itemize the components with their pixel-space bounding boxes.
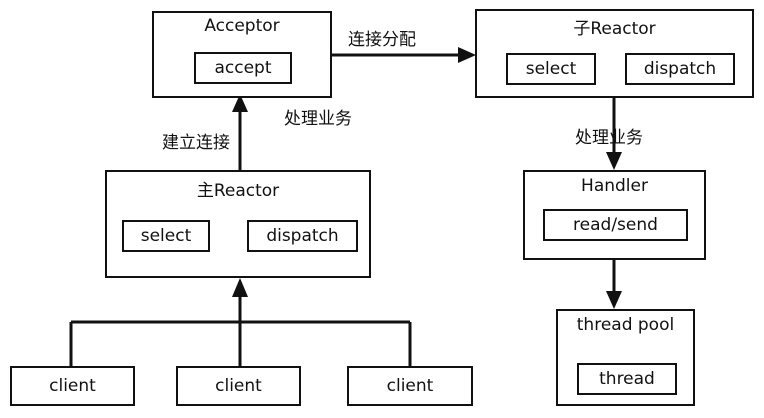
accept-node: accept [194,52,292,84]
client-node-2: client [176,366,301,406]
label-handler-process: 处理业务 [575,128,643,148]
sub-reactor-select-node: select [506,53,596,85]
main-reactor-title: 主Reactor [196,181,280,201]
sub-reactor-dispatch-node: dispatch [625,53,735,85]
arrowhead-acceptor [232,94,248,112]
main-reactor-select-node: select [122,220,210,252]
sub-reactor-box: 子Reactor select dispatch [475,9,754,98]
client-node-1: client [10,366,135,406]
thread-pool-title: thread pool [576,315,675,335]
client-node-3: client [347,366,473,406]
main-reactor-dispatch-node: dispatch [247,220,358,252]
thread-pool-box: thread pool thread [556,309,695,406]
arrowhead-main-reactor [232,278,248,297]
arrowhead-handler [606,152,622,170]
arrowhead-thread-pool [606,291,622,309]
read-send-node: read/send [543,209,688,241]
main-reactor-box: 主Reactor select dispatch [105,170,371,278]
acceptor-title: Acceptor [204,16,280,36]
thread-node: thread [577,363,677,395]
handler-box: Handler read/send [523,170,706,260]
label-connection-assign: 连接分配 [348,30,416,50]
handler-title: Handler [581,176,648,196]
arrowhead-sub-reactor [458,47,476,63]
label-establish-connection: 建立连接 [162,133,230,153]
acceptor-box: Acceptor accept [152,11,332,98]
label-acceptor-process: 处理业务 [284,109,352,129]
sub-reactor-title: 子Reactor [573,19,656,39]
